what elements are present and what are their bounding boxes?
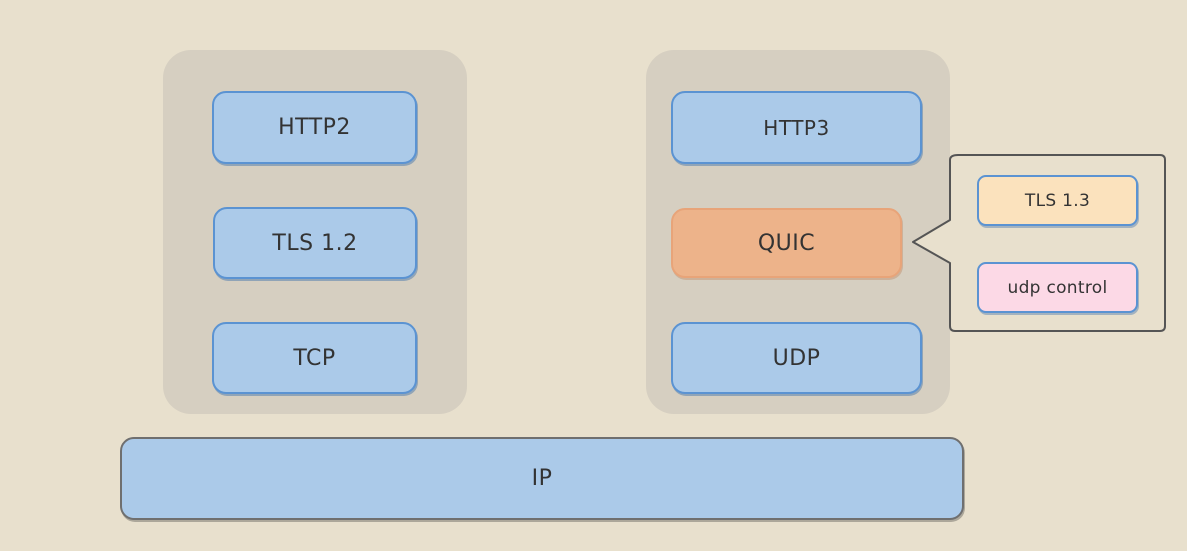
tls13-box: TLS 1.3 <box>977 175 1138 226</box>
ip-label: IP <box>531 466 553 491</box>
tcp-label: TCP <box>293 345 336 371</box>
quic-label: QUIC <box>757 230 816 256</box>
tls12-box: TLS 1.2 <box>213 207 417 279</box>
udp-control-box: udp control <box>977 262 1138 313</box>
tcp-box: TCP <box>212 322 417 394</box>
http2-box: HTTP2 <box>212 91 417 164</box>
http3-box: HTTP3 <box>671 91 922 164</box>
udp-label: UDP <box>772 345 821 371</box>
udp-control-label: udp control <box>1007 277 1108 298</box>
ip-box: IP <box>120 437 964 520</box>
http2-label: HTTP2 <box>278 115 351 140</box>
tls13-label: TLS 1.3 <box>1024 190 1091 211</box>
http3-label: HTTP3 <box>763 115 830 140</box>
udp-box: UDP <box>671 322 922 394</box>
tls12-label: TLS 1.2 <box>272 230 358 256</box>
quic-box: QUIC <box>671 208 902 278</box>
